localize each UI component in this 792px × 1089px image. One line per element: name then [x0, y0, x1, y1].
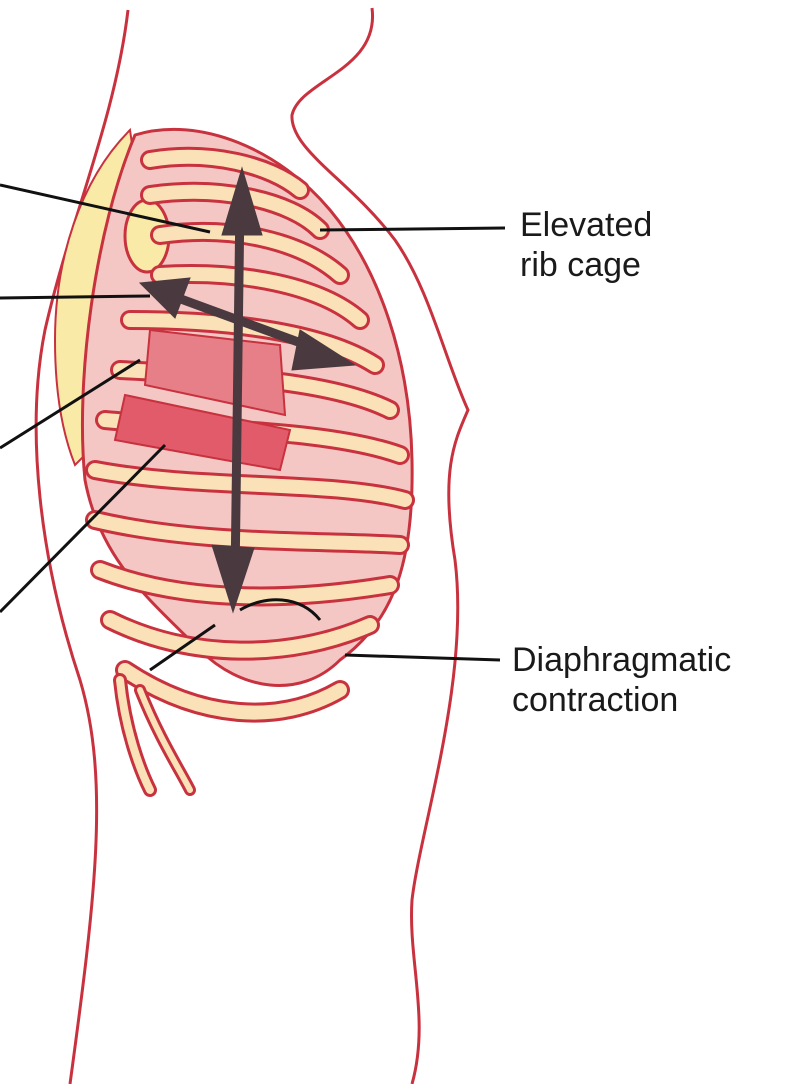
- leader-line-diaphragm: [345, 655, 500, 660]
- label-diaphragmatic-contraction: Diaphragmatic contraction: [512, 640, 731, 720]
- label-elevated-rib-cage-line-2: rib cage: [520, 245, 652, 285]
- label-diaphragmatic-contraction-line-2: contraction: [512, 680, 731, 720]
- leader-line-elevated-rib-cage: [320, 228, 505, 230]
- vertical-expansion-arrow: [235, 200, 240, 580]
- label-elevated-rib-cage-line-1: Elevated: [520, 205, 652, 245]
- label-diaphragmatic-contraction-line-1: Diaphragmatic: [512, 640, 731, 680]
- label-elevated-rib-cage: Elevated rib cage: [520, 205, 652, 285]
